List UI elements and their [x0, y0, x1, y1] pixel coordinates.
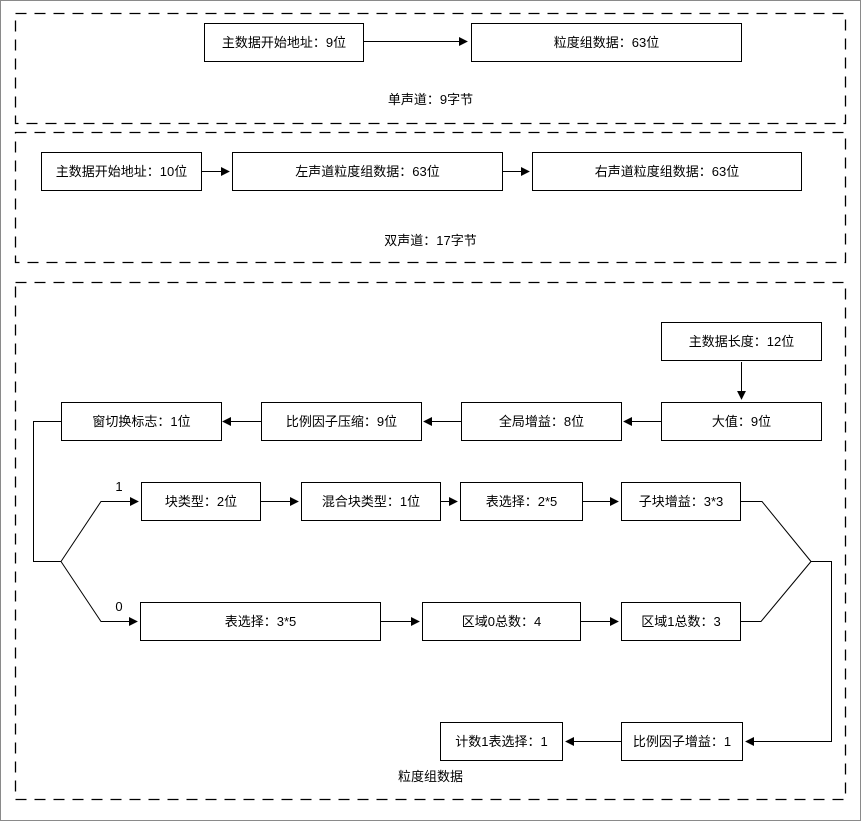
- node-big-values: 大值：9位: [661, 402, 822, 441]
- node-scalefac-gain: 比例因子增益：1: [621, 722, 743, 761]
- node-mono-main-data-begin: 主数据开始地址：9位: [204, 23, 364, 62]
- node-scalefac-compress: 比例因子压缩：9位: [261, 402, 422, 441]
- node-block-type: 块类型：2位: [141, 482, 261, 521]
- node-main-data-length: 主数据长度：12位: [661, 322, 822, 361]
- node-global-gain: 全局增益：8位: [461, 402, 622, 441]
- caption-stereo: 双声道：17字节: [384, 233, 477, 248]
- merge-line-from-region1: [741, 561, 812, 622]
- node-stereo-main-data-begin: 主数据开始地址：10位: [41, 152, 202, 191]
- node-subblock-gain: 子块增益：3*3: [621, 482, 741, 521]
- node-region0-count: 区域0总数：4: [422, 602, 581, 641]
- caption-mono: 单声道：9字节: [387, 92, 474, 107]
- branch-label-1: 1: [115, 479, 123, 494]
- node-mono-granule-data: 粒度组数据：63位: [471, 23, 742, 62]
- node-stereo-left-granule-data: 左声道粒度组数据：63位: [232, 152, 503, 191]
- fork-branch-1-line: [60, 497, 139, 562]
- merge-line-from-subblockgain: [741, 501, 812, 562]
- merge-to-scalefacgain-line: [745, 561, 832, 746]
- node-table-select-2x5: 表选择：2*5: [460, 482, 583, 521]
- node-table-select-3x5: 表选择：3*5: [140, 602, 381, 641]
- node-window-switch-flag: 窗切换标志：1位: [61, 402, 222, 441]
- caption-granule: 粒度组数据: [397, 769, 463, 784]
- node-count1-table-select: 计数1表选择：1: [440, 722, 563, 761]
- node-mixed-block-type: 混合块类型：1位: [301, 482, 441, 521]
- node-stereo-right-granule-data: 右声道粒度组数据：63位: [532, 152, 802, 191]
- node-region1-count: 区域1总数：3: [621, 602, 741, 641]
- fork-stem-line: [33, 421, 61, 562]
- branch-label-0: 0: [115, 599, 123, 614]
